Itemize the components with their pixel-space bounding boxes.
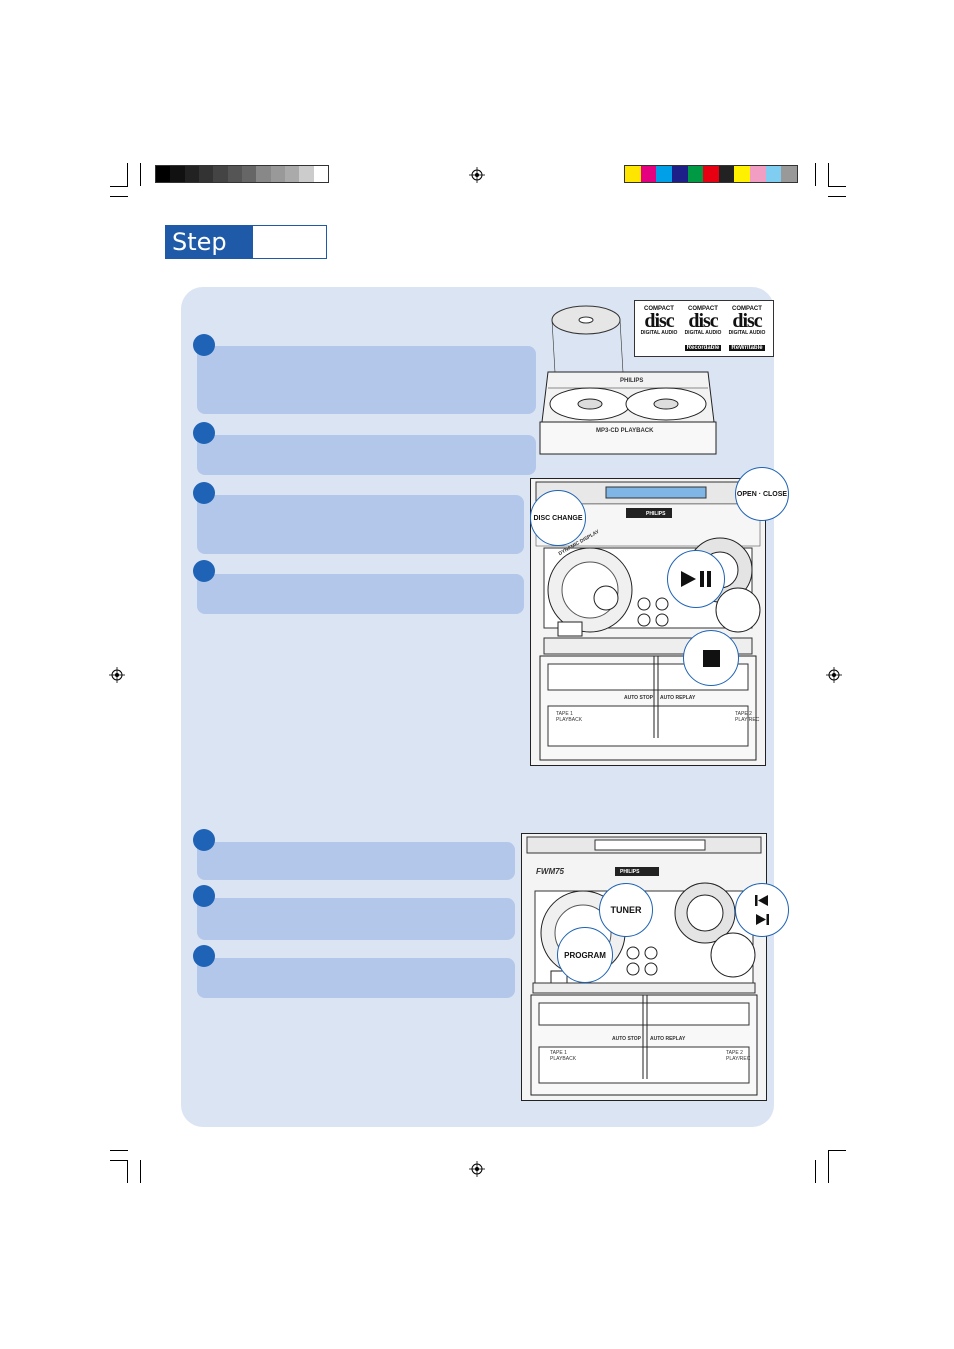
- step-bullet-7: [193, 945, 215, 967]
- play-pause-callout[interactable]: [667, 550, 725, 608]
- lower-tape2: TAPE 2: [726, 1050, 743, 1056]
- registration-mark-left: [109, 667, 125, 683]
- gray-swatch: [299, 166, 314, 182]
- color-swatch: [671, 166, 688, 182]
- gray-swatch: [241, 166, 257, 182]
- color-swatch: [703, 166, 719, 182]
- color-swatch: [687, 166, 704, 182]
- color-swatch: [656, 166, 672, 182]
- disc-change-callout[interactable]: DISC CHANGE: [530, 490, 586, 546]
- step-row-5: [197, 842, 515, 880]
- color-swatch: [781, 166, 798, 182]
- lower-auto-replay: AUTO REPLAY: [650, 1036, 686, 1042]
- tuner-label: TUNER: [610, 905, 642, 915]
- step-bullet-3: [193, 482, 215, 504]
- gray-swatch: [256, 166, 271, 182]
- open-close-label: OPEN · CLOSE: [736, 490, 788, 498]
- step-row-4: [197, 574, 524, 614]
- color-swatch: [718, 166, 735, 182]
- step-header: Step: [165, 225, 327, 259]
- step-row-3: [197, 495, 524, 554]
- step-row-1: [197, 346, 536, 414]
- lower-tape2-sub: PLAY/REC: [726, 1056, 751, 1062]
- step-bullet-2: [193, 422, 215, 444]
- upper-tape2: TAPE 2: [735, 711, 752, 717]
- step-row-7: [197, 958, 515, 998]
- program-callout[interactable]: PROGRAM: [557, 927, 613, 983]
- stop-callout[interactable]: [683, 630, 739, 686]
- gray-swatch: [198, 166, 214, 182]
- gray-swatch: [213, 166, 228, 182]
- step-number-box: [253, 226, 326, 258]
- tray-brand: PHILIPS: [620, 378, 644, 384]
- upper-auto-replay: AUTO REPLAY: [660, 695, 696, 701]
- step-bullet-5: [193, 829, 215, 851]
- grayscale-bar: [155, 165, 329, 183]
- cd-tray-illustration: [539, 305, 717, 455]
- lower-tape1: TAPE 1: [550, 1050, 567, 1056]
- program-label: PROGRAM: [564, 950, 606, 960]
- color-swatch: [750, 166, 766, 182]
- stop-icon: [702, 649, 720, 667]
- open-close-callout[interactable]: OPEN · CLOSE: [735, 467, 789, 521]
- prev-next-callout[interactable]: [735, 883, 789, 937]
- registration-mark-right: [826, 667, 842, 683]
- step-bullet-1: [193, 334, 215, 356]
- disc-change-label: DISC CHANGE: [533, 514, 583, 522]
- lower-tape1-sub: PLAYBACK: [550, 1056, 577, 1062]
- lower-model: FWM75: [536, 867, 564, 876]
- disc-logo-cdr: COMPACT disc DIGITAL AUDIO Recordable: [684, 306, 722, 351]
- color-swatch: [734, 166, 751, 182]
- gray-swatch: [170, 166, 185, 182]
- upper-tape1-sub: PLAYBACK: [556, 717, 583, 723]
- color-swatch: [765, 166, 782, 182]
- upper-auto-stop: AUTO STOP: [624, 695, 653, 701]
- upper-brand: PHILIPS: [646, 511, 666, 517]
- registration-mark-top: [469, 167, 485, 183]
- step-row-6: [197, 898, 515, 940]
- gray-swatch: [270, 166, 285, 182]
- lower-auto-stop: AUTO STOP: [612, 1036, 641, 1042]
- disc-logo-cd: COMPACT disc DIGITAL AUDIO: [640, 306, 678, 336]
- step-label: Step: [166, 226, 253, 258]
- disc-logo-cdrw: COMPACT disc DIGITAL AUDIO ReWritable: [728, 306, 766, 351]
- play-pause-icon: [681, 571, 711, 587]
- color-swatch: [640, 166, 657, 182]
- registration-mark-bottom: [469, 1161, 485, 1177]
- gray-swatch: [227, 166, 242, 182]
- step-bullet-4: [193, 560, 215, 582]
- upper-tape1: TAPE 1: [556, 711, 573, 717]
- step-bullet-6: [193, 885, 215, 907]
- lower-brand: PHILIPS: [620, 869, 640, 875]
- tuner-callout[interactable]: TUNER: [599, 883, 653, 937]
- gray-swatch: [284, 166, 300, 182]
- prev-next-icon: [755, 895, 769, 925]
- color-swatch: [625, 166, 641, 182]
- gray-swatch: [184, 166, 199, 182]
- tray-mp3-label: MP3-CD PLAYBACK: [596, 428, 654, 434]
- step-row-2: [197, 435, 536, 475]
- gray-swatch: [156, 166, 171, 182]
- upper-tape2-sub: PLAY/REC: [735, 717, 760, 723]
- color-calibration-bar: [624, 165, 798, 183]
- gray-swatch: [313, 166, 328, 182]
